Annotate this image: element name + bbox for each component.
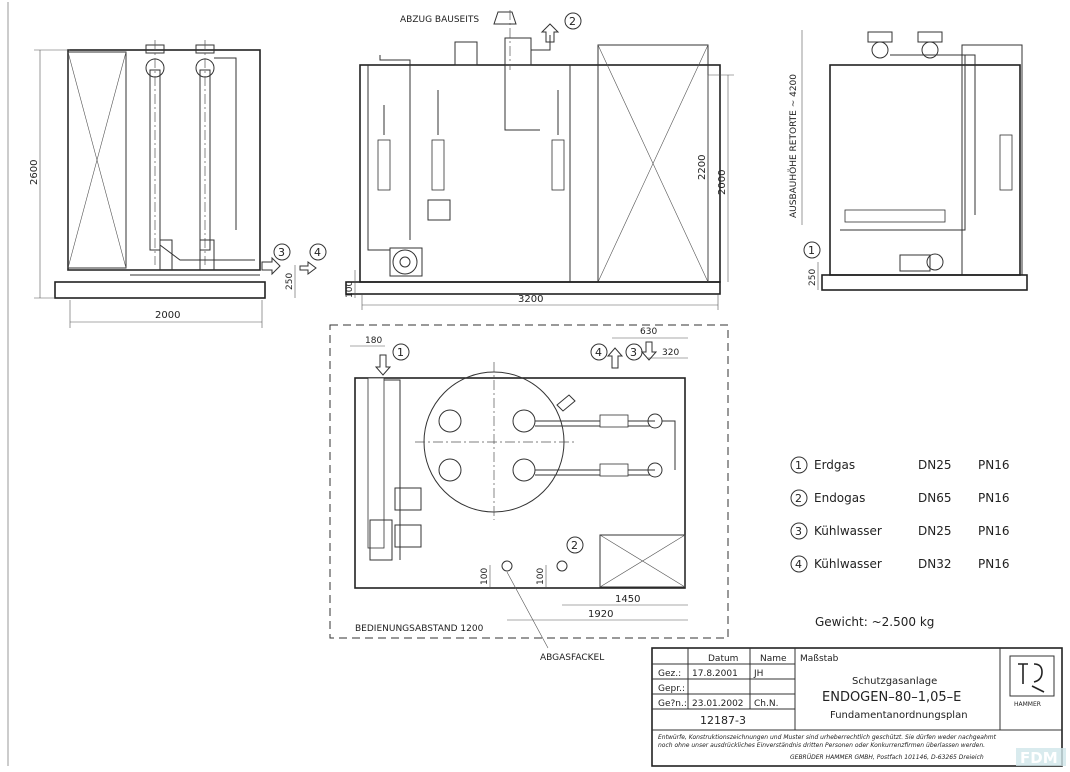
abgasfackel-point <box>501 560 513 572</box>
tb-logo-text: HAMMER <box>1014 701 1041 708</box>
legend-row: 1 Erdgas DN25 PN16 <box>790 456 1009 474</box>
tb-notice1: Entwürfe, Konstruktionszeichnungen und M… <box>658 734 997 741</box>
callout-1-plan <box>392 343 410 361</box>
legend-dn: DN25 <box>918 524 952 538</box>
legend-pn: PN16 <box>978 524 1009 538</box>
dim-mid-2200: 2200 <box>697 155 708 180</box>
legend-pn: PN16 <box>978 557 1009 571</box>
exhaust-cap-icon <box>493 11 517 25</box>
callout-2-top-label: 2 <box>569 15 576 28</box>
tb-gepr-label: Gepr.: <box>658 684 685 694</box>
callout-3-plan-label: 3 <box>630 346 637 359</box>
legend-pn: PN16 <box>978 491 1009 505</box>
plan-view: 180 630 320 100 100 1450 1920 BEDIENUNGS… <box>329 324 729 663</box>
dim-plan-100a: 100 <box>480 568 490 585</box>
flow-arrow-icon <box>606 347 624 369</box>
flow-arrow-icon <box>374 354 392 376</box>
blower-icon <box>392 249 418 275</box>
callout-1-plan-label: 1 <box>397 346 404 359</box>
flow-arrow-icon <box>261 256 281 276</box>
dim-plan-1920: 1920 <box>588 609 613 620</box>
legend-dn: DN65 <box>918 491 952 505</box>
flow-arrow-icon <box>640 341 658 361</box>
callout-4-left-label: 4 <box>314 246 321 259</box>
watermark: FDM <box>1020 749 1058 767</box>
callout-2-plan <box>566 536 584 554</box>
label-abzug: ABZUG BAUSEITS <box>400 15 479 25</box>
dim-mid-2000: 2000 <box>717 170 728 195</box>
left-side-view: 2600 2000 250 3 4 <box>29 40 327 328</box>
dim-plan-1450: 1450 <box>615 594 640 605</box>
callout-1-right-label: 1 <box>808 244 815 257</box>
legend-number: 4 <box>795 558 802 571</box>
weight-label: Gewicht: ~2.500 kg <box>815 615 934 629</box>
tb-gen-date: 23.01.2002 <box>692 699 744 709</box>
legend-row: 2 Endogas DN65 PN16 <box>790 489 1009 507</box>
tb-line1: Schutzgasanlage <box>852 676 937 687</box>
tb-notice3: GEBRÜDER HAMMER GMBH, Postfach 101146, D… <box>790 754 984 761</box>
callout-4-plan-label: 4 <box>595 346 602 359</box>
callout-1-right <box>803 241 821 259</box>
tb-line3: Fundamentanordnungsplan <box>830 710 968 721</box>
title-block: Datum Name Maßstab Gez.: 17.8.2001 JH Ge… <box>651 647 1066 767</box>
callout-4-left <box>309 243 327 261</box>
dim-left-height: 2600 <box>29 160 40 185</box>
legend-pn: PN16 <box>978 458 1009 472</box>
right-side-view: AUSBAUHÖHE RETORTE ~ 4200 1 250 <box>788 30 1028 291</box>
legend-row: 4 Kühlwasser DN32 PN16 <box>790 555 1009 573</box>
legend-row: 3 Kühlwasser DN25 PN16 <box>790 522 1009 540</box>
tb-gez-date: 17.8.2001 <box>692 669 738 679</box>
legend-medium: Kühlwasser <box>814 557 882 571</box>
dim-right-250: 250 <box>808 269 818 286</box>
legend-callout-circle <box>790 456 808 474</box>
dim-left-width: 2000 <box>155 310 180 321</box>
dim-plan-100b: 100 <box>536 568 546 585</box>
middle-front-view: ABZUG BAUSEITS 3200 100 2200 2000 <box>345 10 734 310</box>
legend-medium: Kühlwasser <box>814 524 882 538</box>
tb-header-massstab: Maßstab <box>800 654 839 664</box>
dim-left-250: 250 <box>285 273 295 290</box>
hammer-logo-icon <box>1009 655 1055 697</box>
motor-icon <box>926 253 944 271</box>
legend-dn: DN32 <box>918 557 952 571</box>
dim-mid-width: 3200 <box>518 294 543 305</box>
legend-number: 2 <box>795 492 802 505</box>
legend-callout-circle <box>790 555 808 573</box>
tb-header-name: Name <box>760 654 787 664</box>
legend-dn: DN25 <box>918 458 952 472</box>
legend-callout-circle <box>790 522 808 540</box>
legend-number: 3 <box>795 525 802 538</box>
callout-3-left-label: 3 <box>278 246 285 259</box>
tb-gen-label: Ge?n.: <box>658 699 687 709</box>
tb-gez-name: JH <box>753 669 763 679</box>
tb-header-datum: Datum <box>708 654 738 664</box>
dim-mid-100: 100 <box>345 281 355 298</box>
label-abgasfackel: ABGASFACKEL <box>540 653 604 663</box>
legend-medium: Erdgas <box>814 458 855 472</box>
legend-callout-circle <box>790 489 808 507</box>
tb-gez-label: Gez.: <box>658 669 681 679</box>
dim-plan-320: 320 <box>662 348 679 358</box>
callout-2-plan-label: 2 <box>571 539 578 552</box>
tb-gen-name: Ch.N. <box>754 699 778 709</box>
tb-drawing-number: 12187-3 <box>700 714 746 727</box>
dim-plan-630: 630 <box>640 327 657 337</box>
tb-notice2: noch ohne unser ausdrückliches Einverstä… <box>658 742 985 749</box>
callout-2-top <box>564 12 582 30</box>
legend-medium: Endogas <box>814 491 865 505</box>
callout-3-left <box>273 243 291 261</box>
flow-arrow-icon <box>540 23 560 43</box>
tb-line2: ENDOGEN–80–1,05–E <box>822 690 961 705</box>
dim-plan-180: 180 <box>365 336 382 346</box>
flow-arrow-icon <box>299 261 317 275</box>
legend-number: 1 <box>795 459 802 472</box>
callout-4-plan <box>590 343 608 361</box>
label-bedienungsabstand: BEDIENUNGSABSTAND 1200 <box>355 624 484 634</box>
label-ausbauhoehe: AUSBAUHÖHE RETORTE ~ 4200 <box>788 74 799 218</box>
